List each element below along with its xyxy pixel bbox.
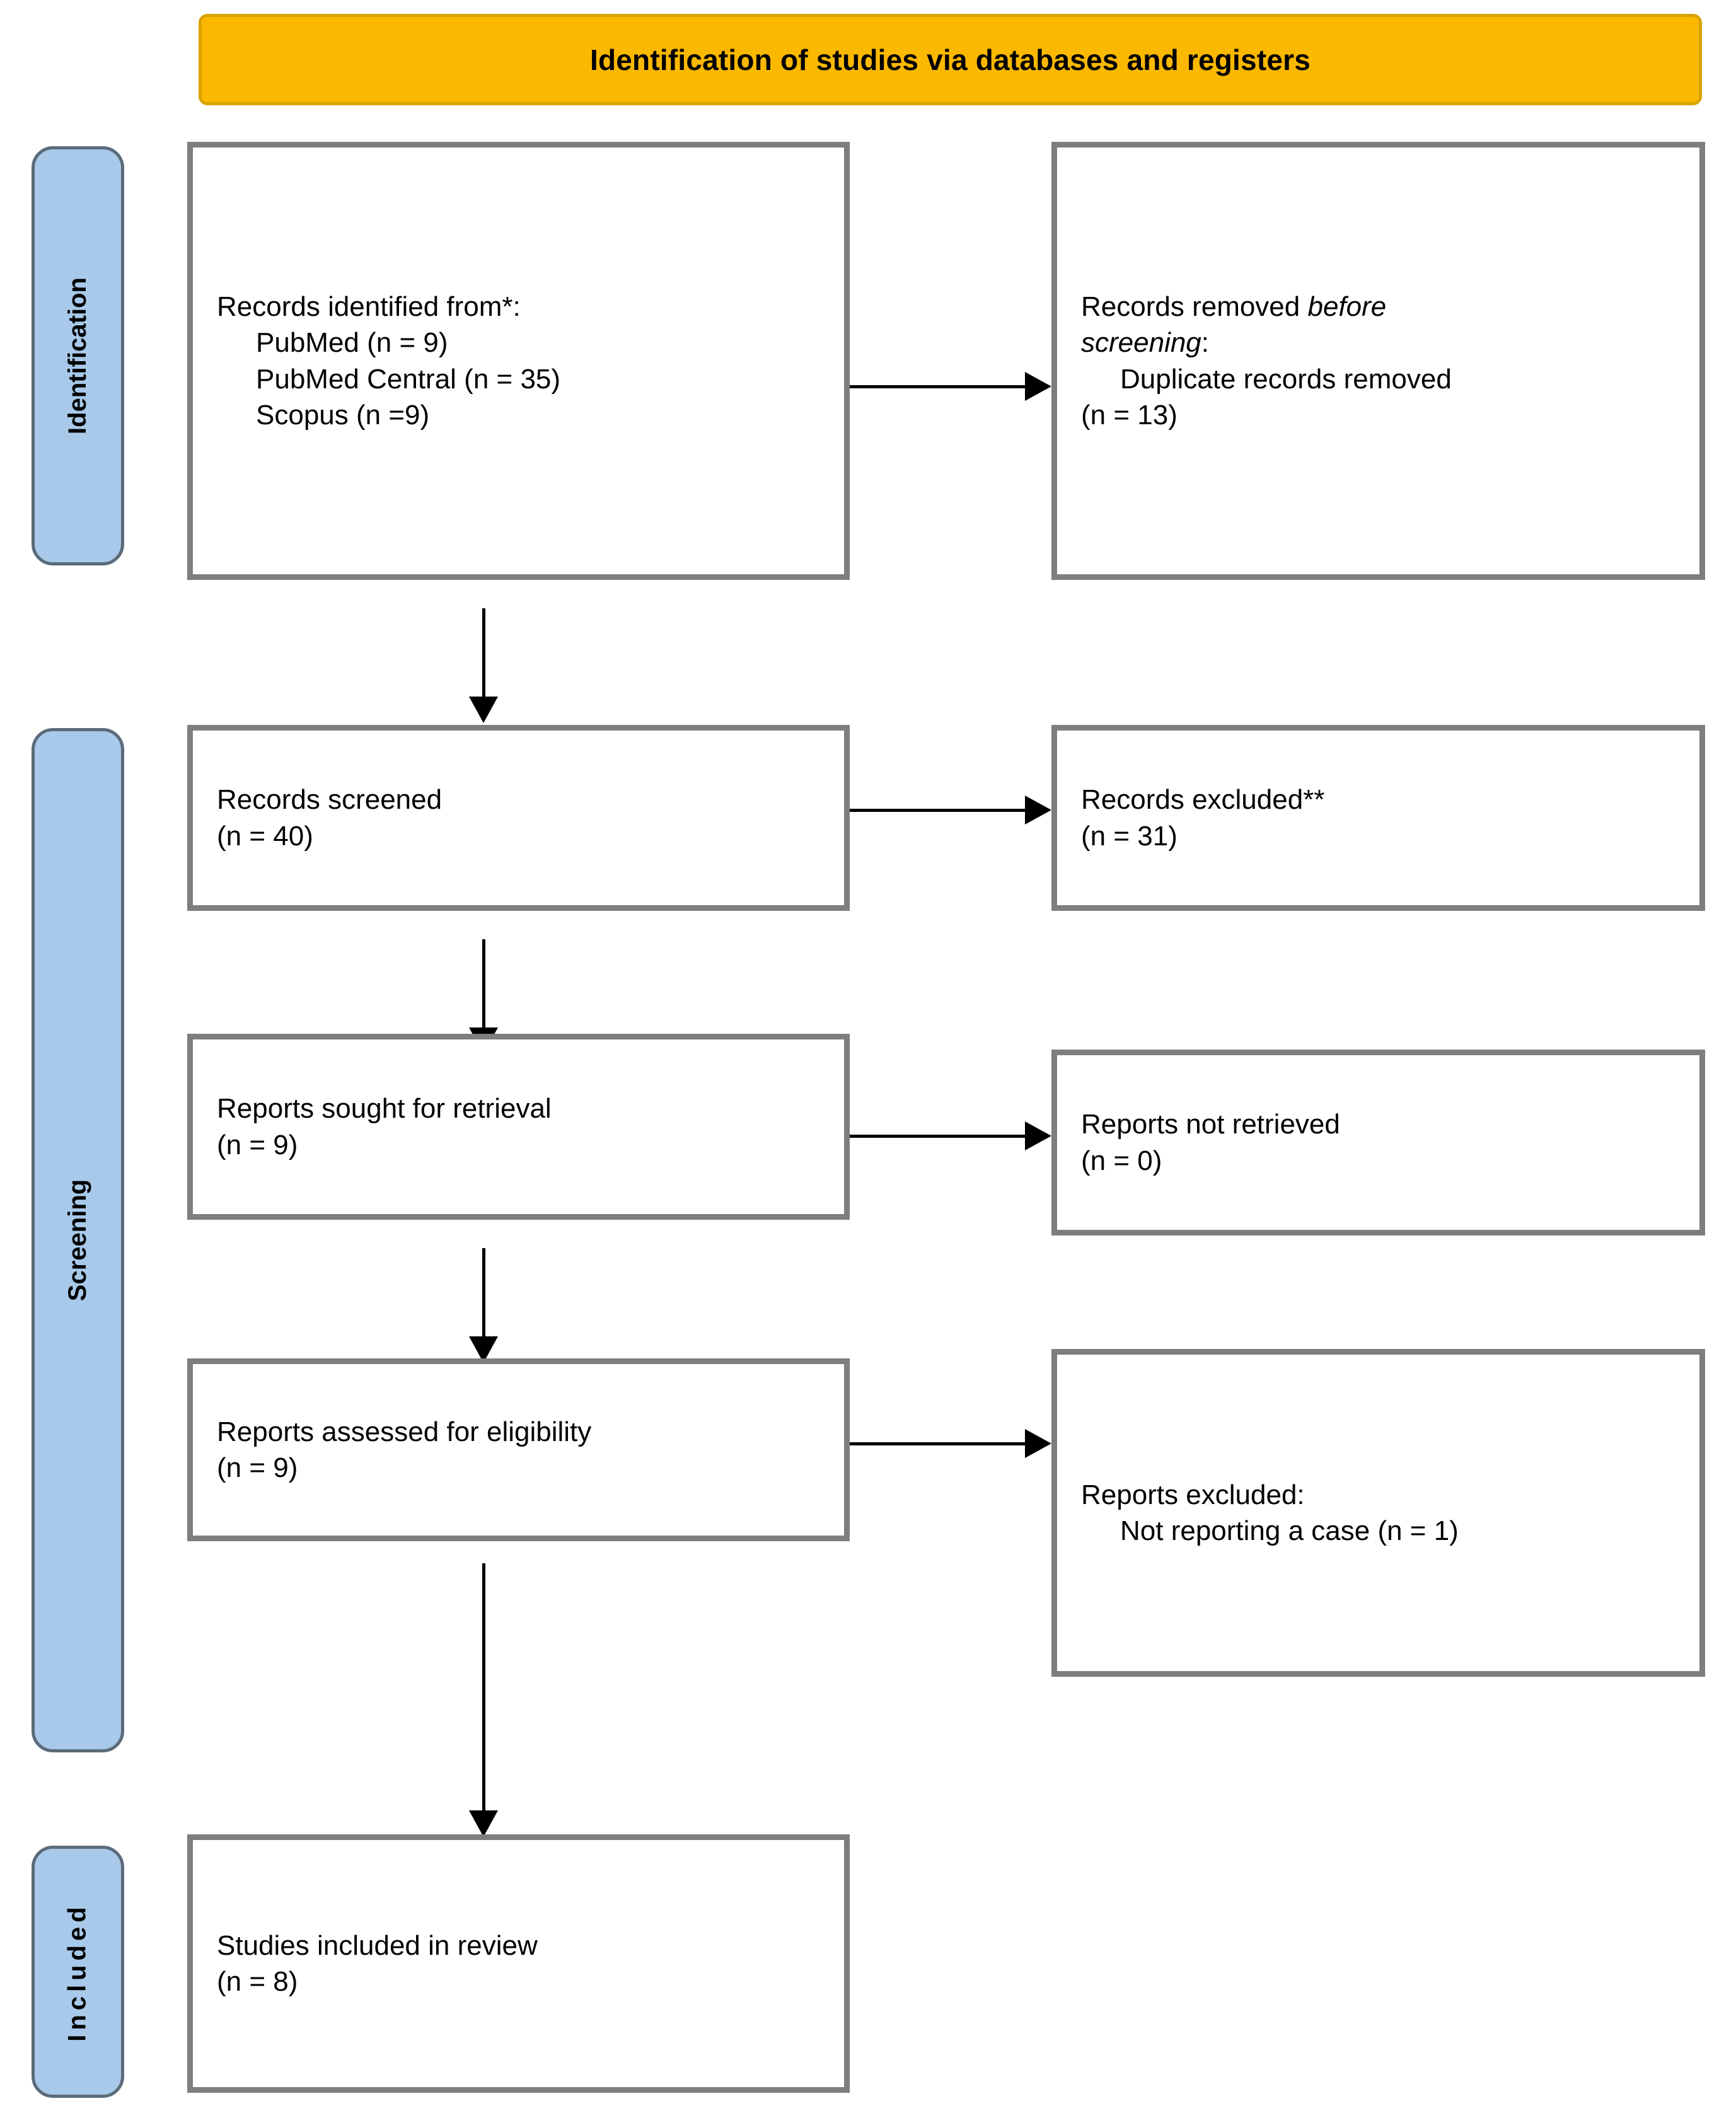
- reports-assessed-line-1: Reports assessed for eligibility: [217, 1416, 592, 1447]
- arrow-identified-to-screened-head: [469, 697, 498, 723]
- diagram-title-banner: Identification of studies via databases …: [199, 14, 1702, 105]
- box-studies-included: Studies included in review (n = 8): [187, 1834, 850, 2093]
- arrow-sought-to-assessed: [482, 1248, 485, 1340]
- records-screened-line-2: (n = 40): [217, 820, 313, 852]
- diagram-title: Identification of studies via databases …: [589, 43, 1311, 76]
- records-screened-line-1: Records screened: [217, 784, 443, 816]
- records-identified-line-2: PubMed (n = 9): [256, 327, 448, 359]
- arrow-screened-to-sought: [482, 939, 485, 1031]
- box-records-removed: Records removed before screening: Duplic…: [1051, 142, 1705, 580]
- arrow-identified-to-screened: [482, 608, 485, 700]
- records-removed-colon: :: [1201, 327, 1210, 359]
- studies-included-line-1: Studies included in review: [217, 1930, 538, 1961]
- stage-pill-screening-label: Screening: [64, 1179, 91, 1302]
- records-removed-line-4: (n = 13): [1081, 399, 1178, 431]
- records-removed-line-3: Duplicate records removed: [1120, 363, 1452, 395]
- box-records-screened: Records screened (n = 40): [187, 725, 850, 911]
- stage-pill-included: Included: [32, 1846, 124, 2098]
- arrow-screened-to-excluded-head: [1025, 796, 1051, 825]
- arrow-identified-to-removed: [850, 385, 1025, 388]
- box-reports-not-retrieved: Reports not retrieved (n = 0): [1051, 1050, 1705, 1236]
- box-reports-sought: Reports sought for retrieval (n = 9): [187, 1034, 850, 1220]
- records-removed-before: before: [1307, 291, 1387, 323]
- arrow-identified-to-removed-head: [1025, 372, 1051, 401]
- reports-sought-line-1: Reports sought for retrieval: [217, 1093, 552, 1125]
- records-removed-prefix: Records removed: [1081, 291, 1308, 323]
- reports-sought-line-2: (n = 9): [217, 1129, 298, 1160]
- arrow-assessed-to-excluded-head: [1025, 1429, 1051, 1458]
- arrow-assessed-to-included: [482, 1563, 485, 1819]
- box-records-identified: Records identified from*: PubMed (n = 9)…: [187, 142, 850, 580]
- records-identified-line-4: Scopus (n =9): [256, 399, 430, 431]
- records-removed-screening: screening: [1081, 327, 1201, 359]
- box-records-excluded: Records excluded** (n = 31): [1051, 725, 1705, 911]
- records-excluded-line-1: Records excluded**: [1081, 784, 1325, 816]
- arrow-sought-to-not-retrieved-head: [1025, 1121, 1051, 1150]
- records-removed-line-1: Records removed before: [1081, 289, 1675, 325]
- arrow-assessed-to-included-head: [469, 1810, 498, 1837]
- records-excluded-line-2: (n = 31): [1081, 820, 1178, 852]
- reports-excluded-line-2: Not reporting a case (n = 1): [1120, 1515, 1459, 1546]
- reports-not-retrieved-line-2: (n = 0): [1081, 1145, 1162, 1176]
- stage-pill-included-label: Included: [64, 1902, 92, 2042]
- arrow-assessed-to-excluded: [850, 1442, 1025, 1445]
- studies-included-line-2: (n = 8): [217, 1966, 298, 1997]
- reports-excluded-line-1: Reports excluded:: [1081, 1479, 1305, 1510]
- records-identified-line-3: PubMed Central (n = 35): [256, 363, 561, 395]
- reports-assessed-line-2: (n = 9): [217, 1452, 298, 1483]
- arrow-screened-to-excluded: [850, 809, 1025, 812]
- stage-pill-identification: Identification: [32, 146, 124, 565]
- box-reports-excluded: Reports excluded: Not reporting a case (…: [1051, 1349, 1705, 1677]
- arrow-sought-to-not-retrieved: [850, 1135, 1025, 1138]
- stage-pill-screening: Screening: [32, 728, 124, 1752]
- records-identified-line-1: Records identified from*:: [217, 291, 521, 323]
- reports-not-retrieved-line-1: Reports not retrieved: [1081, 1109, 1340, 1140]
- box-reports-assessed: Reports assessed for eligibility (n = 9): [187, 1358, 850, 1541]
- stage-pill-identification-label: Identification: [64, 277, 92, 434]
- records-removed-line-2: screening:: [1081, 325, 1675, 361]
